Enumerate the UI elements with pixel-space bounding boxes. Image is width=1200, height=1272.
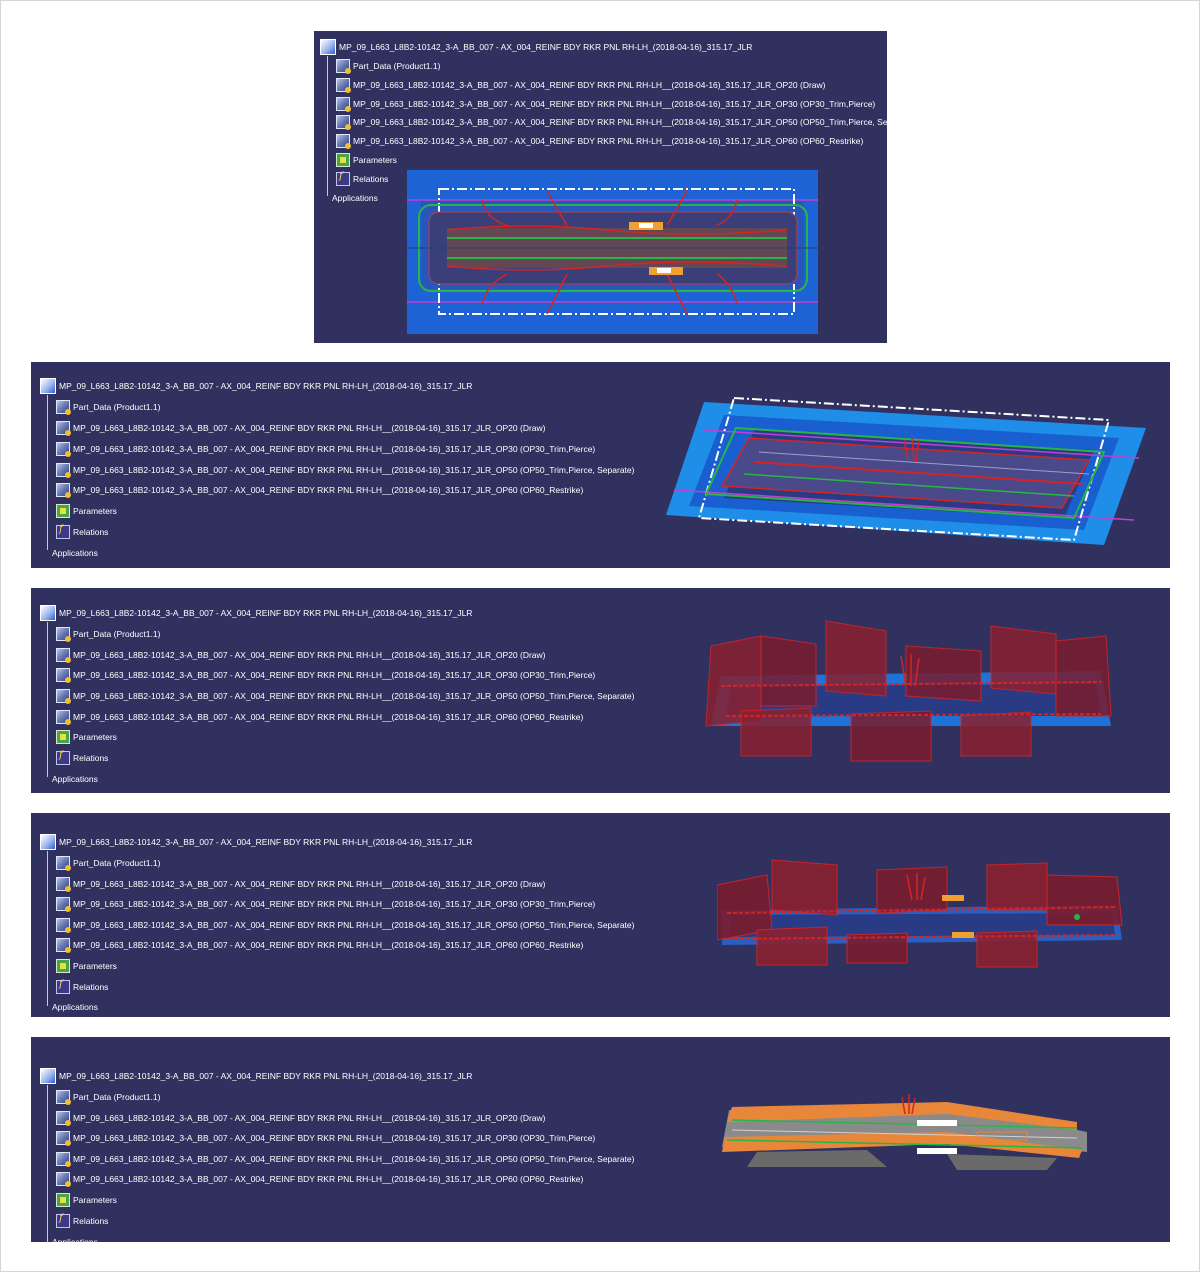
catia-window-4: MP_09_L663_L8B2-10142_3-A_BB_007 - AX_00…	[31, 813, 1170, 1017]
viewport-iso-separate[interactable]	[717, 855, 1127, 973]
tree-child-op60[interactable]: MP_09_L663_L8B2-10142_3-A_BB_007 - AX_00…	[336, 132, 863, 150]
relations-icon	[336, 171, 350, 186]
product-icon	[56, 710, 71, 725]
parameters-icon	[56, 959, 70, 973]
relations-icon	[56, 524, 70, 539]
tree-applications[interactable]: Applications	[52, 774, 98, 784]
product-icon	[56, 1152, 71, 1167]
product-icon	[336, 115, 351, 130]
product-icon	[56, 421, 71, 436]
tree-part-data[interactable]: Part_Data (Product1.1)	[336, 57, 440, 75]
relations-icon	[56, 750, 70, 765]
tree-applications[interactable]: Applications	[52, 548, 98, 558]
tree-child-op20[interactable]: MP_09_L663_L8B2-10142_3-A_BB_007 - AX_00…	[56, 419, 546, 437]
tree-child-op20[interactable]: MP_09_L663_L8B2-10142_3-A_BB_007 - AX_00…	[56, 646, 546, 664]
product-icon	[56, 483, 71, 498]
tree-relations[interactable]: Relations	[56, 978, 108, 996]
product-icon	[56, 1090, 71, 1105]
tree-part-data[interactable]: Part_Data (Product1.1)	[56, 625, 160, 643]
tree-relations[interactable]: Relations	[56, 523, 108, 541]
tree-relations[interactable]: Relations	[56, 1212, 108, 1230]
product-root-icon	[40, 834, 56, 850]
tree-child-op60[interactable]: MP_09_L663_L8B2-10142_3-A_BB_007 - AX_00…	[56, 936, 583, 954]
tree-child-op30[interactable]: MP_09_L663_L8B2-10142_3-A_BB_007 - AX_00…	[336, 95, 875, 113]
product-icon	[56, 463, 71, 478]
product-icon	[336, 59, 351, 74]
product-root-icon	[40, 605, 56, 621]
tree-root[interactable]: MP_09_L663_L8B2-10142_3-A_BB_007 - AX_00…	[40, 604, 472, 622]
tree-root[interactable]: MP_09_L663_L8B2-10142_3-A_BB_007 - AX_00…	[40, 1067, 472, 1085]
tree-child-op20[interactable]: MP_09_L663_L8B2-10142_3-A_BB_007 - AX_00…	[56, 875, 546, 893]
product-icon	[336, 134, 351, 149]
tree-child-op30[interactable]: MP_09_L663_L8B2-10142_3-A_BB_007 - AX_00…	[56, 666, 595, 684]
product-icon	[56, 897, 71, 912]
tree-parameters[interactable]: Parameters	[56, 502, 117, 520]
tree-parameters[interactable]: Parameters	[56, 728, 117, 746]
product-icon	[336, 97, 351, 112]
tree-child-op60[interactable]: MP_09_L663_L8B2-10142_3-A_BB_007 - AX_00…	[56, 481, 583, 499]
product-icon	[336, 78, 351, 93]
tree-parameters[interactable]: Parameters	[56, 1191, 117, 1209]
tree-root[interactable]: MP_09_L663_L8B2-10142_3-A_BB_007 - AX_00…	[40, 833, 472, 851]
tree-root[interactable]: MP_09_L663_L8B2-10142_3-A_BB_007 - AX_00…	[320, 38, 752, 56]
tree-applications[interactable]: Applications	[52, 1237, 98, 1242]
tree-root[interactable]: MP_09_L663_L8B2-10142_3-A_BB_007 - AX_00…	[40, 377, 472, 395]
viewport-iso-draw[interactable]	[664, 390, 1154, 548]
tree-child-op60[interactable]: MP_09_L663_L8B2-10142_3-A_BB_007 - AX_00…	[56, 708, 583, 726]
product-root-icon	[40, 1068, 56, 1084]
product-icon	[56, 689, 71, 704]
tree-part-data[interactable]: Part_Data (Product1.1)	[56, 854, 160, 872]
viewport-top-view[interactable]	[407, 170, 818, 334]
tree-applications[interactable]: Applications	[332, 193, 378, 203]
product-icon	[56, 918, 71, 933]
tree-child-op30[interactable]: MP_09_L663_L8B2-10142_3-A_BB_007 - AX_00…	[56, 1129, 595, 1147]
tree-child-op50[interactable]: MP_09_L663_L8B2-10142_3-A_BB_007 - AX_00…	[56, 1150, 634, 1168]
tree-parameters[interactable]: Parameters	[336, 151, 397, 169]
relations-icon	[56, 979, 70, 994]
parameters-icon	[56, 504, 70, 518]
parameters-icon	[56, 1193, 70, 1207]
product-icon	[56, 877, 71, 892]
tree-part-data[interactable]: Part_Data (Product1.1)	[56, 1088, 160, 1106]
catia-window-1: MP_09_L663_L8B2-10142_3-A_BB_007 - AX_00…	[314, 31, 887, 343]
tree-child-op20[interactable]: MP_09_L663_L8B2-10142_3-A_BB_007 - AX_00…	[56, 1109, 546, 1127]
relations-icon	[56, 1213, 70, 1228]
product-icon	[56, 938, 71, 953]
tree-child-op20[interactable]: MP_09_L663_L8B2-10142_3-A_BB_007 - AX_00…	[336, 76, 826, 94]
tree-child-op50[interactable]: MP_09_L663_L8B2-10142_3-A_BB_007 - AX_00…	[56, 687, 634, 705]
product-icon	[56, 627, 71, 642]
product-icon	[56, 1111, 71, 1126]
tree-child-op50[interactable]: MP_09_L663_L8B2-10142_3-A_BB_007 - AX_00…	[56, 461, 634, 479]
tree-relations[interactable]: Relations	[336, 170, 388, 188]
tree-parameters[interactable]: Parameters	[56, 957, 117, 975]
tree-relations[interactable]: Relations	[56, 749, 108, 767]
catia-window-3: MP_09_L663_L8B2-10142_3-A_BB_007 - AX_00…	[31, 588, 1170, 793]
catia-window-5: MP_09_L663_L8B2-10142_3-A_BB_007 - AX_00…	[31, 1037, 1170, 1242]
tree-child-op50[interactable]: MP_09_L663_L8B2-10142_3-A_BB_007 - AX_00…	[56, 916, 634, 934]
product-icon	[56, 668, 71, 683]
parameters-icon	[56, 730, 70, 744]
product-icon	[56, 400, 71, 415]
catia-window-2: MP_09_L663_L8B2-10142_3-A_BB_007 - AX_00…	[31, 362, 1170, 568]
viewport-iso-restrike[interactable]	[717, 1092, 1097, 1172]
product-icon	[56, 856, 71, 871]
tree-applications[interactable]: Applications	[52, 1002, 98, 1012]
product-icon	[56, 442, 71, 457]
tree-part-data[interactable]: Part_Data (Product1.1)	[56, 398, 160, 416]
tree-child-op60[interactable]: MP_09_L663_L8B2-10142_3-A_BB_007 - AX_00…	[56, 1170, 583, 1188]
tree-child-op30[interactable]: MP_09_L663_L8B2-10142_3-A_BB_007 - AX_00…	[56, 440, 595, 458]
product-root-icon	[40, 378, 56, 394]
tree-child-op50[interactable]: MP_09_L663_L8B2-10142_3-A_BB_007 - AX_00…	[336, 113, 887, 131]
viewport-iso-trim[interactable]	[701, 616, 1121, 766]
product-icon	[56, 1172, 71, 1187]
product-root-icon	[320, 39, 336, 55]
parameters-icon	[336, 153, 350, 167]
product-icon	[56, 648, 71, 663]
tree-child-op30[interactable]: MP_09_L663_L8B2-10142_3-A_BB_007 - AX_00…	[56, 895, 595, 913]
product-icon	[56, 1131, 71, 1146]
